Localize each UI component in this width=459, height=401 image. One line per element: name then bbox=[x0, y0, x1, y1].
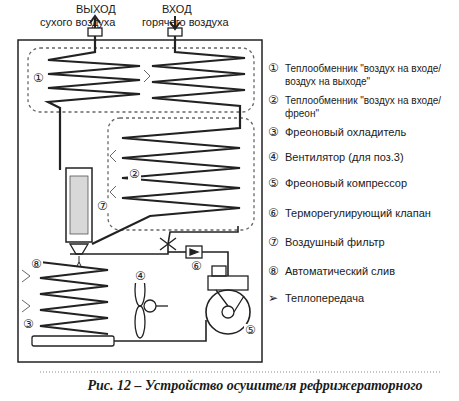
freon-line-valve bbox=[70, 226, 238, 254]
compressor-cylinder bbox=[212, 266, 226, 276]
callout-number: ④ bbox=[268, 151, 279, 164]
fan-blade bbox=[135, 306, 145, 338]
callout-number: ③ bbox=[22, 318, 35, 331]
cooler-header bbox=[32, 336, 114, 346]
exchanger-inlet-coil bbox=[92, 36, 245, 244]
callout-number: ⑤ bbox=[268, 177, 279, 190]
callout-number: ⑥ bbox=[190, 260, 203, 273]
callout-number: ③ bbox=[268, 126, 279, 139]
callout-number: ② bbox=[268, 94, 279, 107]
drain-drop bbox=[77, 256, 81, 266]
fan-motor bbox=[144, 300, 156, 312]
legend-text: Фреоновый компрессор bbox=[285, 177, 407, 190]
freon-line-cooler bbox=[114, 320, 206, 341]
heat-transfer-mark bbox=[22, 270, 30, 312]
legend-text: Фреоновый охладитель bbox=[285, 126, 406, 139]
callout-number: ① bbox=[32, 72, 45, 85]
compressor-rod bbox=[216, 290, 244, 312]
callout-number: ⑥ bbox=[268, 207, 279, 220]
callout-number: ⑦ bbox=[96, 200, 109, 213]
port-label: ВХОД bbox=[162, 3, 192, 16]
legend-text: Терморегулирующий клапан bbox=[285, 207, 431, 220]
thermo-valve bbox=[186, 246, 202, 258]
callout-number: ➢ bbox=[268, 292, 278, 305]
compressor-head bbox=[208, 276, 248, 290]
legend-text: Вентилятор (для поз.3) bbox=[285, 151, 404, 164]
freon-line-compressor bbox=[202, 252, 228, 276]
port-label: сухого воздуха bbox=[40, 16, 115, 29]
auto-drain bbox=[70, 244, 88, 254]
callout-number: ① bbox=[268, 62, 279, 75]
freon-cooler-coil bbox=[40, 262, 108, 334]
legend-text: Теплообменник "воздух на входе/воздух на… bbox=[285, 62, 457, 88]
heat-transfer-mark bbox=[110, 150, 116, 198]
legend-text: Теплообменник "воздух на входе/фреон" bbox=[285, 94, 457, 120]
air-filter bbox=[66, 168, 92, 242]
fan-shaft bbox=[156, 305, 168, 306]
port-label: ВЫХОД bbox=[76, 3, 116, 16]
compressor-crank bbox=[222, 306, 234, 318]
expansion-valve bbox=[160, 238, 176, 250]
legend-text: Воздушный фильтр bbox=[285, 236, 385, 249]
callout-number: ⑤ bbox=[244, 324, 257, 337]
filter-element bbox=[70, 176, 88, 234]
outlet-fitting bbox=[88, 28, 102, 36]
legend-text: Автоматический слив bbox=[285, 265, 395, 278]
legend-text: Теплопередача bbox=[285, 292, 364, 305]
port-label: горячего воздуха bbox=[142, 16, 229, 29]
callout-number: ⑦ bbox=[268, 236, 279, 249]
valve-mark bbox=[190, 249, 198, 255]
caption-rule bbox=[40, 372, 440, 373]
callout-number: ⑧ bbox=[30, 258, 43, 271]
callout-number: ④ bbox=[134, 270, 147, 283]
figure-caption: Рис. 12 – Устройство осушителя рефрижера… bbox=[87, 378, 422, 394]
callout-number: ② bbox=[128, 168, 141, 181]
exchanger-1-outlet-coil bbox=[48, 36, 140, 170]
callout-number: ⑧ bbox=[268, 265, 279, 278]
heat-transfer-mark bbox=[144, 70, 150, 82]
freon-line-link bbox=[168, 251, 186, 253]
